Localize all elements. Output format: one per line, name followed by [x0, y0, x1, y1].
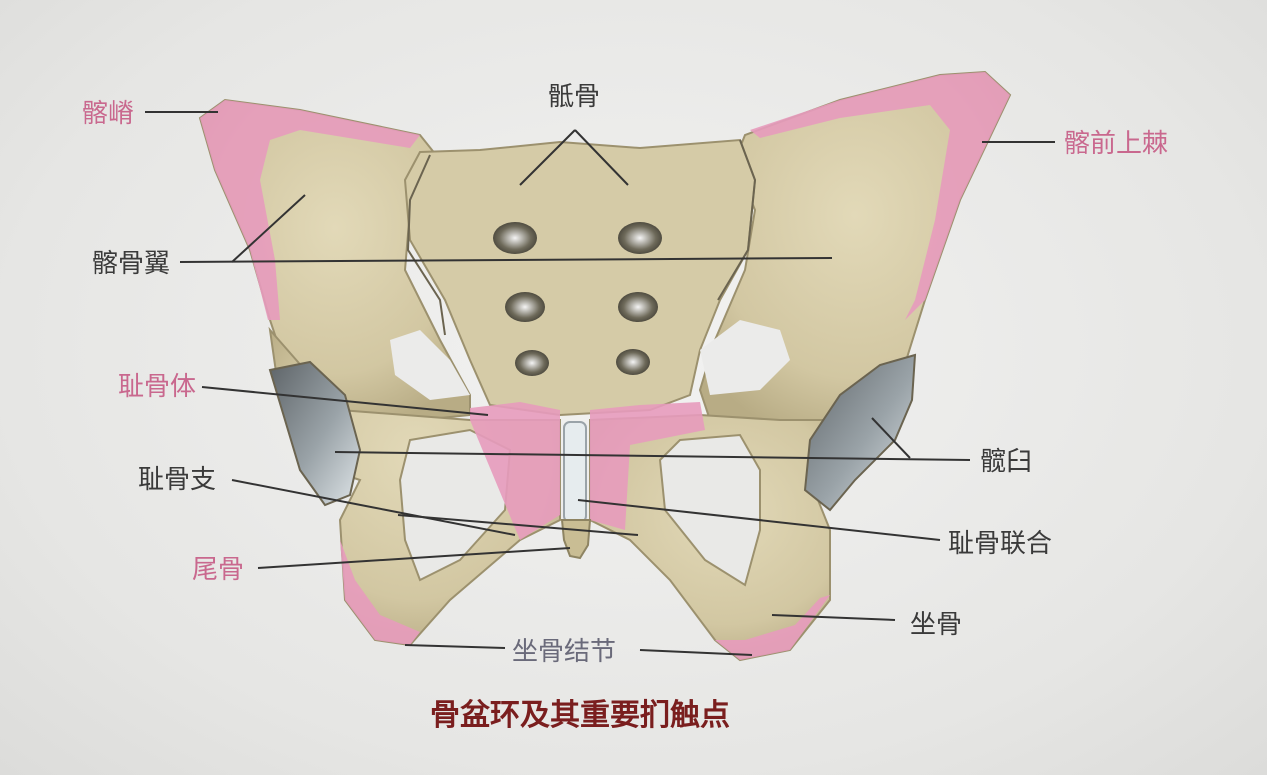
- leader-sacrum-b: [574, 129, 629, 186]
- label-ischium: 坐骨: [910, 610, 962, 640]
- sacral-foramen: [616, 349, 650, 375]
- leader-symphysis: [577, 499, 941, 541]
- sacral-foramen: [515, 350, 549, 376]
- leader-tuberosity-left: [404, 644, 506, 649]
- sacral-foramen: [505, 292, 545, 322]
- label-pubic-body: 耻骨体: [118, 372, 196, 402]
- leader-acetabulum-b: [871, 417, 911, 459]
- leader-lines: [145, 111, 1055, 656]
- right-obturator-foramen: [658, 433, 761, 587]
- sacral-foramen: [618, 222, 662, 254]
- si-joint-left: [406, 154, 446, 336]
- caption: 骨盆环及其重要扪触点: [430, 698, 730, 733]
- pubic-body-highlight: [470, 402, 560, 540]
- pubic-body-highlight-right: [590, 402, 705, 530]
- leader-ischium: [771, 614, 896, 621]
- label-iliac-wing: 髂骨翼: [92, 249, 170, 279]
- pelvic-inlet-right: [700, 320, 790, 395]
- left-acetabulum: [268, 360, 362, 507]
- sacrum-bone: [403, 138, 757, 417]
- label-coccyx: 尾骨: [192, 555, 244, 585]
- label-asis: 髂前上棘: [1064, 129, 1168, 159]
- si-joint-right: [717, 139, 757, 301]
- leader-iliac-wing-b: [231, 194, 306, 263]
- label-ischial-tuberosity: 坐骨结节: [512, 637, 616, 667]
- leader-pubic-ramus-b: [397, 514, 639, 536]
- ischial-tuberosity-left: [340, 540, 420, 645]
- leader-iliac-wing-a: [179, 257, 833, 263]
- leader-pubic-body: [201, 386, 489, 416]
- labels: 髂嵴 骶骨 髂前上棘 髂骨翼 耻骨体 髋臼 耻骨支 耻骨联合 尾骨 坐骨 坐骨结…: [82, 82, 1168, 733]
- label-acetabulum: 髋臼: [980, 447, 1032, 477]
- pelvic-inlet-left: [390, 330, 470, 400]
- right-acetabulum: [803, 353, 917, 512]
- ischial-tuberosity-right: [715, 595, 830, 660]
- sacral-foramen: [618, 292, 658, 322]
- label-pubic-ramus: 耻骨支: [138, 465, 216, 495]
- leader-tuberosity-right: [639, 649, 753, 656]
- leader-sacrum-a: [519, 129, 576, 186]
- pubic-symphysis-disc: [563, 421, 587, 523]
- label-iliac-crest: 髂嵴: [82, 99, 134, 129]
- leader-pubic-ramus-a: [231, 479, 516, 536]
- coccyx-bone: [560, 519, 592, 560]
- sacral-foramen: [493, 222, 537, 254]
- leader-coccyx: [257, 547, 571, 569]
- label-pubic-symphysis: 耻骨联合: [948, 529, 1052, 559]
- label-sacrum: 骶骨: [548, 82, 600, 112]
- asis-highlight: [750, 72, 1010, 320]
- leader-acetabulum-a: [334, 451, 971, 461]
- iliac-crest-highlight: [200, 100, 420, 320]
- pelvis-bone: [198, 70, 1012, 662]
